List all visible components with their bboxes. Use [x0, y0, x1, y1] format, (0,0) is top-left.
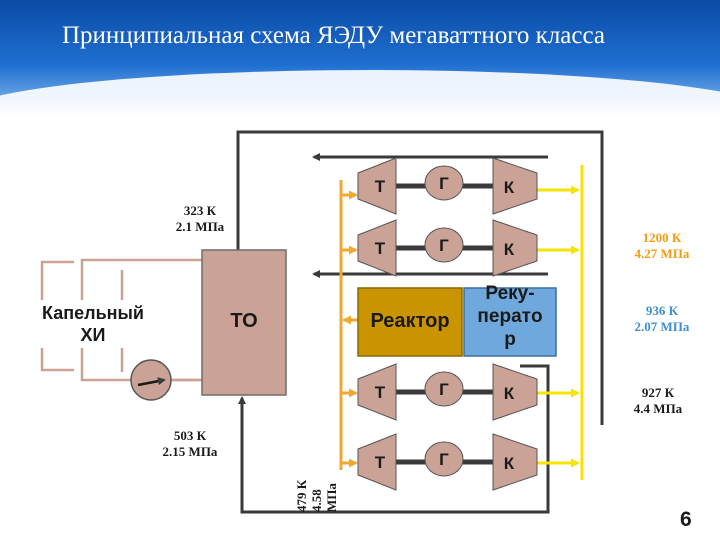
return-lines: [236, 130, 604, 514]
turbine-shape: [357, 157, 397, 215]
state-503-p: 2.15 МПа: [162, 444, 218, 459]
state-323-label: 323 К 2.1 МПа: [160, 203, 240, 235]
turbine-label: Т: [375, 177, 386, 196]
state-1200-label: 1200 К 4.27 МПа: [622, 230, 702, 262]
compressor-label: К: [504, 454, 515, 473]
recuperator-line2: ператo: [477, 306, 543, 327]
recuperator-line1: Реку-: [485, 283, 535, 304]
reactor-label: Реактор: [370, 310, 450, 332]
state-936-p: 2.07 МПа: [634, 319, 690, 334]
heat-exchanger-box: [201, 249, 287, 396]
state-479-t: 479 К: [294, 479, 309, 512]
state-936-t: 936 К: [645, 303, 679, 318]
state-479-p: 4.58: [309, 489, 324, 512]
turbine-label: Т: [375, 239, 386, 258]
state-1200-t: 1200 К: [642, 230, 682, 245]
generator-label: Г: [439, 174, 449, 193]
state-503-label: 503 К 2.15 МПа: [150, 428, 230, 460]
state-927-label: 927 К 4.4 МПа: [618, 385, 698, 417]
compressor-shape: [492, 363, 538, 421]
pump-arrow-icon: [137, 377, 166, 387]
compressor-shape: [492, 433, 538, 491]
generator-shape: [424, 371, 464, 407]
generator-shape: [424, 165, 464, 201]
generator-label: Г: [439, 450, 449, 469]
dropper-line1: Капельный: [42, 303, 144, 323]
header-banner: [0, 0, 720, 118]
state-323-p: 2.1 МПа: [175, 219, 225, 234]
state-323-t: 323 К: [183, 203, 217, 218]
generator-shape: [424, 441, 464, 477]
warm-lines: [339, 180, 358, 470]
state-1200-p: 4.27 МПа: [634, 246, 690, 261]
hot-lines: [537, 165, 584, 480]
heat-exchanger-label: ТО: [230, 310, 258, 332]
turbine-shape: [357, 363, 397, 421]
recuperator-label: Реку- ператo р: [456, 282, 564, 351]
turbine-label: Т: [375, 383, 386, 402]
compressor-label: К: [504, 384, 515, 403]
dropper-line2: ХИ: [80, 325, 106, 345]
compressor-shape: [492, 157, 538, 215]
units-group: Т Г К Т Г К Т Г К Т Г К: [357, 157, 538, 491]
state-479-label: 479 К 4.58 МПа: [294, 432, 339, 512]
turbine-label: Т: [375, 453, 386, 472]
state-936-label: 936 К 2.07 МПа: [622, 303, 702, 335]
turbine-shape: [357, 219, 397, 277]
bottom-return-line: [238, 364, 550, 514]
state-927-t: 927 К: [641, 385, 675, 400]
compressor-shape: [492, 219, 538, 277]
recuperator-box: [463, 287, 557, 357]
compressor-label: К: [504, 240, 515, 259]
state-503-t: 503 К: [173, 428, 207, 443]
generator-shape: [424, 227, 464, 263]
slide-title: Принципиальная схема ЯЭДУ мегаваттного к…: [62, 22, 605, 49]
recuperator-line3: р: [504, 329, 516, 350]
generator-label: Г: [439, 380, 449, 399]
page-number: 6: [680, 508, 692, 531]
compressor-label: К: [504, 178, 515, 197]
state-927-p: 4.4 МПа: [633, 401, 683, 416]
dropper-label: Капельный ХИ: [18, 302, 168, 346]
turbine-shape: [357, 433, 397, 491]
generator-label: Г: [439, 236, 449, 255]
pump-icon: [130, 359, 172, 401]
reactor-box: [357, 287, 463, 357]
top-loop-line: [236, 130, 604, 425]
state-479-unit: МПа: [324, 483, 339, 512]
